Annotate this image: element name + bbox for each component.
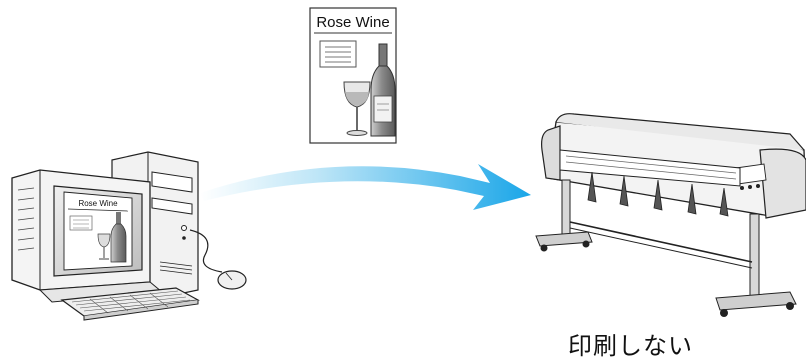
screen-document-title: Rose Wine [78, 199, 118, 208]
text-block-icon [320, 41, 356, 67]
large-format-printer [536, 114, 806, 317]
caption-text: 印刷しない [568, 326, 693, 361]
screen-document: Rose Wine [64, 192, 132, 270]
document-page: Rose Wine [310, 8, 396, 143]
flow-arrow [200, 164, 531, 210]
document-title: Rose Wine [316, 14, 389, 31]
computer-monitor: Rose Wine [12, 170, 162, 302]
computer: Rose Wine [12, 152, 246, 320]
